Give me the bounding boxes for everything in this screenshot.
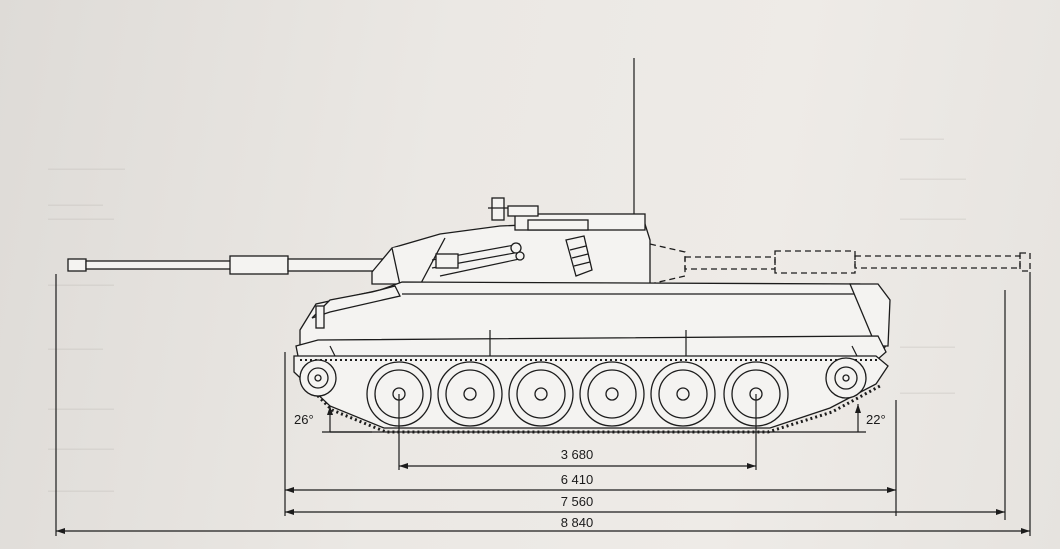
front-angle-label: 26° [294,412,314,427]
superstructure [371,197,651,286]
svg-text:—————: ————— [48,199,103,211]
svg-text:——————: —————— [900,213,966,225]
rear-angle-label: 22° [866,412,886,427]
dimension-hull-length: 7 560 [285,494,1005,515]
svg-text:——————: —————— [48,485,114,497]
dimension-overall-length: 8 840 [56,515,1030,534]
idler-wheel [299,359,337,397]
svg-text:——————: —————— [48,443,114,455]
wheelbase-label: 3 680 [561,447,594,462]
svg-text:—————: ————— [900,341,955,353]
svg-text:———————: ——————— [48,163,125,175]
svg-text:—————: ————— [900,387,955,399]
extension-lines [55,272,1031,536]
track-length-label: 6 410 [561,472,594,487]
drive-sprocket [825,357,867,399]
gun-travel-position-outline [649,243,1031,285]
hull-length-label: 7 560 [561,494,594,509]
elevation-struts [431,242,525,277]
svg-text:—————: ————— [48,343,103,355]
road-wheel [437,361,503,427]
rear-angle-indicator: 22° [855,404,886,432]
svg-text:——————: —————— [900,173,966,185]
front-angle-indicator: 26° [294,406,372,433]
hull [295,281,891,367]
svg-text:————: ———— [900,133,944,145]
dimension-wheelbase: 3 680 [399,447,756,469]
road-wheel [579,361,645,427]
dimension-track-length: 6 410 [285,472,896,493]
road-wheel [650,361,716,427]
overall-length-label: 8 840 [561,515,594,530]
road-wheel [508,361,574,427]
main-gun [67,255,393,275]
svg-text:——————: —————— [48,279,114,291]
bleed-through-text: ——————— ————— —————— —————— ————— ——————… [48,133,966,497]
svg-text:——————: —————— [48,403,114,415]
svg-text:——————: —————— [48,213,114,225]
